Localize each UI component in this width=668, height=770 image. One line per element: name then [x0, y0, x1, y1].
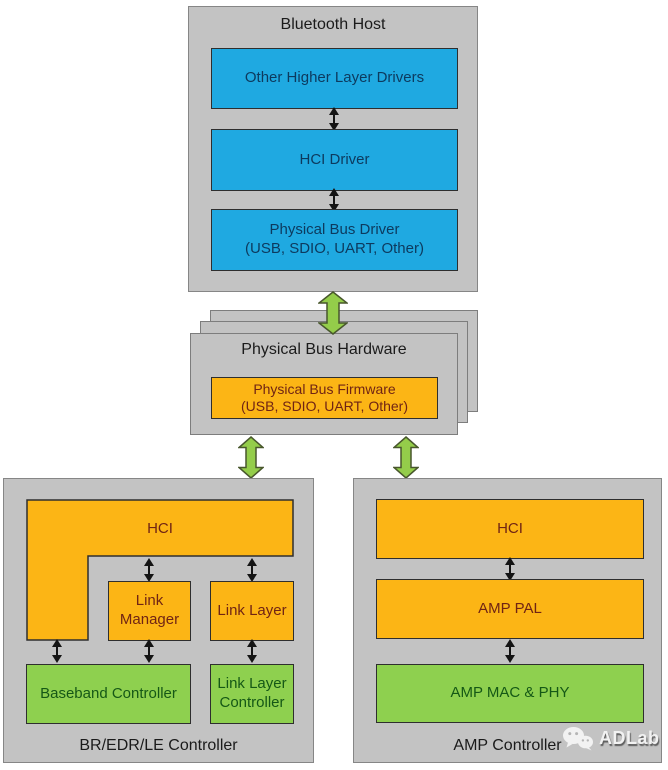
- bredr-le-controller-panel: HCI Link Manager Link Layer Baseb: [3, 478, 314, 763]
- other-higher-layer-drivers-box: Other Higher Layer Drivers: [211, 48, 458, 109]
- amp-pal-box: AMP PAL: [376, 579, 644, 639]
- double-arrow-icon: [52, 639, 62, 663]
- link-manager-label: Link Manager: [119, 592, 180, 628]
- hci-driver-label: HCI Driver: [299, 150, 370, 168]
- double-arrow-icon: [505, 557, 515, 581]
- physical-bus-firmware-sublabel: (USB, SDIO, UART, Other): [241, 398, 408, 414]
- double-arrow-icon: [247, 639, 257, 663]
- physical-bus-driver-sublabel: (USB, SDIO, UART, Other): [245, 240, 424, 257]
- bluetooth-host-panel: Bluetooth Host Other Higher Layer Driver…: [188, 6, 478, 292]
- amp-controller-panel: HCI AMP PAL AMP MAC & PHY AMP Controller: [353, 478, 662, 763]
- green-double-arrow-icon: [318, 291, 348, 335]
- double-arrow-icon: [247, 558, 257, 582]
- physical-bus-hardware-stack: Physical Bus Hardware Physical Bus Firmw…: [190, 310, 478, 435]
- amp-hci-box: HCI: [376, 499, 644, 559]
- amp-pal-label: AMP PAL: [478, 599, 542, 617]
- double-arrow-icon: [329, 188, 339, 212]
- bredr-hci-label: HCI: [147, 519, 173, 537]
- adlab-watermark: ADLab: [562, 726, 660, 751]
- double-arrow-icon: [329, 107, 339, 131]
- bredr-le-controller-title: BR/EDR/LE Controller: [79, 737, 238, 754]
- link-manager-box: Link Manager: [108, 581, 191, 641]
- link-layer-controller-label: Link Layer Controller: [217, 675, 287, 711]
- amp-mac-phy-box: AMP MAC & PHY: [376, 664, 644, 723]
- double-arrow-icon: [144, 558, 154, 582]
- hci-driver-box: HCI Driver: [211, 129, 458, 191]
- double-arrow-icon: [144, 639, 154, 663]
- green-double-arrow-icon: [393, 436, 419, 479]
- other-higher-layer-drivers-label: Other Higher Layer Drivers: [244, 69, 425, 87]
- double-arrow-icon: [505, 639, 515, 663]
- physical-bus-driver-label: Physical Bus Driver: [269, 221, 400, 239]
- physical-bus-firmware-box: Physical Bus Firmware (USB, SDIO, UART, …: [211, 377, 438, 419]
- link-layer-controller-box: Link Layer Controller: [210, 664, 294, 724]
- physical-bus-firmware-label: Physical Bus Firmware: [253, 380, 396, 397]
- hci-lshape-box: [26, 499, 294, 641]
- link-layer-box: Link Layer: [210, 581, 294, 641]
- amp-mac-phy-label: AMP MAC & PHY: [450, 684, 570, 702]
- physical-bus-hardware-panel: Physical Bus Hardware Physical Bus Firmw…: [190, 333, 458, 435]
- green-double-arrow-icon: [238, 436, 264, 479]
- wechat-icon: [563, 727, 593, 751]
- physical-bus-driver-box: Physical Bus Driver (USB, SDIO, UART, Ot…: [211, 209, 458, 271]
- adlab-watermark-label: ADLab: [599, 728, 660, 748]
- baseband-controller-box: Baseband Controller: [26, 664, 191, 724]
- physical-bus-hardware-title: Physical Bus Hardware: [241, 341, 407, 358]
- amp-controller-title: AMP Controller: [453, 737, 562, 754]
- amp-hci-label: HCI: [497, 519, 523, 537]
- link-layer-label: Link Layer: [217, 601, 287, 619]
- baseband-controller-label: Baseband Controller: [40, 684, 177, 702]
- bluetooth-host-title: Bluetooth Host: [280, 16, 386, 33]
